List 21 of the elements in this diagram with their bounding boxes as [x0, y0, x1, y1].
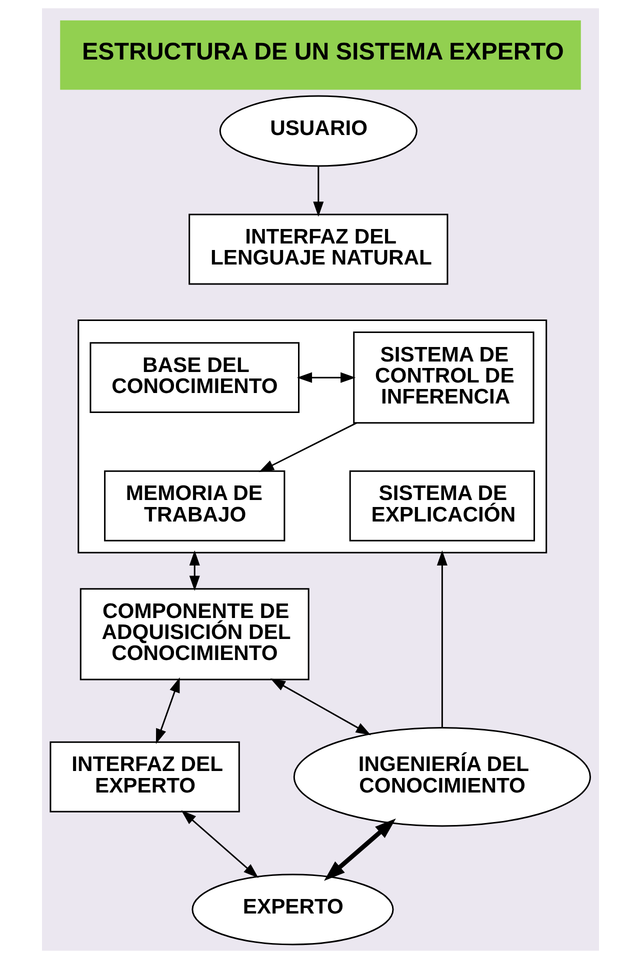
- node-box: SISTEMA DE CONTROL DE INFERENCIA: [353, 332, 534, 424]
- arrow: [436, 550, 448, 728]
- node-ellipse: EXPERTO: [192, 874, 394, 946]
- arrow: [313, 166, 324, 217]
- cluster: [78, 319, 548, 554]
- node-box: SISTEMA DE EXPLICACIÓN: [349, 470, 536, 542]
- node-box: INTERFAZ DEL EXPERTO: [50, 741, 240, 812]
- arrow: [270, 678, 371, 736]
- arrow: [181, 810, 259, 878]
- arrow: [258, 422, 357, 472]
- node-ellipse: USUARIO: [219, 95, 418, 167]
- arrow: [296, 372, 356, 383]
- arrow: [156, 677, 180, 744]
- node-box: MEMORIA DE TRABAJO: [104, 470, 286, 542]
- arrow: [324, 818, 396, 881]
- arrow: [189, 550, 200, 591]
- diagram-title: ESTRUCTURA DE UN SISTEMA EXPERTO: [82, 38, 564, 66]
- node-box: BASE DEL CONOCIMIENTO: [90, 342, 300, 414]
- node-box: COMPONENTE DE ADQUISICIÓN DEL CONOCIMIENTO: [80, 588, 310, 680]
- node-ellipse: INGENIERÍA DEL CONOCIMIENTO: [293, 726, 591, 827]
- node-box: INTERFAZ DEL LENGUAJE NATURAL: [188, 214, 448, 285]
